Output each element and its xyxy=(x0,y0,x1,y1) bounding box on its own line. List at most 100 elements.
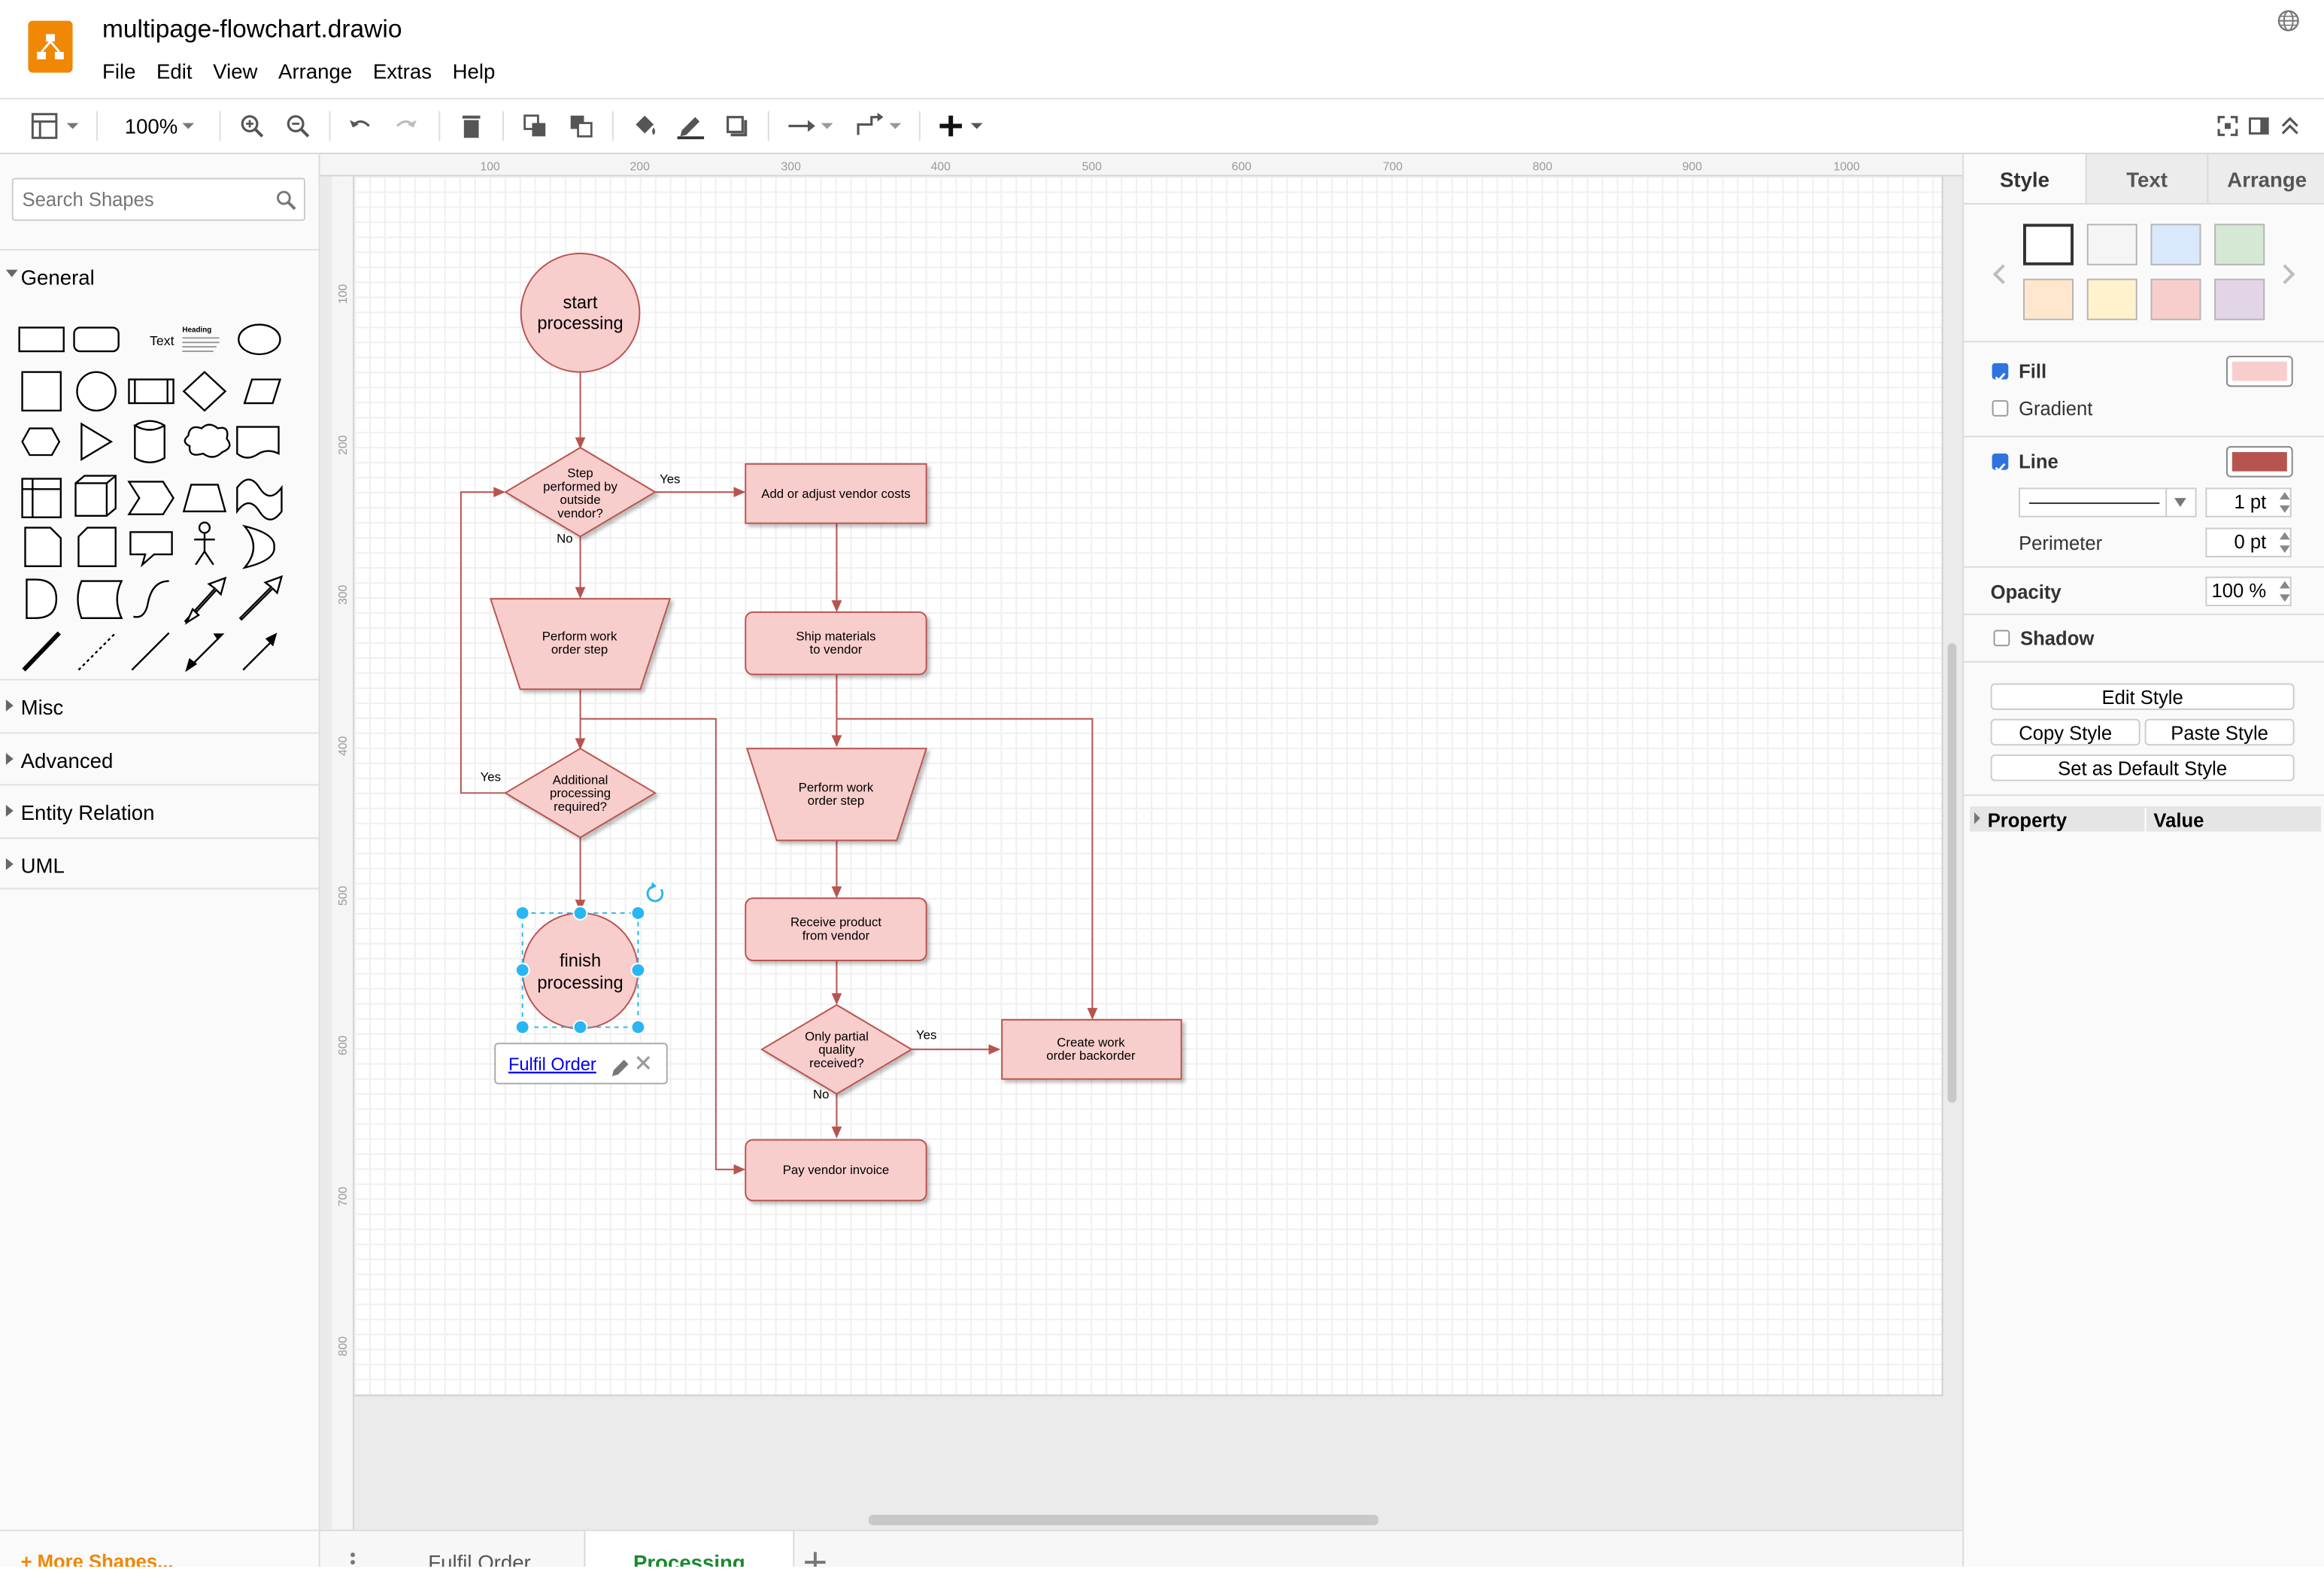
delete-button[interactable] xyxy=(457,111,486,141)
menu-view[interactable]: View xyxy=(213,59,258,83)
search-icon[interactable] xyxy=(276,190,297,211)
toolbar: 100% xyxy=(0,98,2324,154)
paste-style-button[interactable]: Paste Style xyxy=(2144,718,2295,746)
redo-button[interactable] xyxy=(391,111,420,141)
zoom-dropdown[interactable]: 100% xyxy=(119,111,205,141)
diagram-canvas[interactable]: 100 200 300 400 500 600 700 800 900 1000… xyxy=(320,153,1963,1530)
decision-outside-vendor[interactable] xyxy=(504,447,657,538)
checkmark-icon xyxy=(1995,463,2006,472)
style-swatch-8[interactable] xyxy=(2214,278,2265,320)
menu-edit[interactable]: Edit xyxy=(156,59,193,83)
chevron-left-icon[interactable] xyxy=(1992,264,2007,285)
rotate-handle-icon xyxy=(646,885,664,903)
gradient-checkbox[interactable] xyxy=(1992,400,2009,417)
create-backorder-node[interactable] xyxy=(1001,1018,1182,1080)
menu-arrange[interactable]: Arrange xyxy=(278,59,353,83)
tab-arrange[interactable]: Arrange xyxy=(2207,153,2324,205)
vertical-ruler: 100 200 300 400 500 600 700 800 xyxy=(332,176,354,1530)
to-back-button[interactable] xyxy=(566,111,596,141)
zoom-out-button[interactable] xyxy=(283,111,312,141)
menu-extras[interactable]: Extras xyxy=(372,59,432,83)
receive-line2: from vendor xyxy=(802,928,870,942)
add-vendor-costs-node[interactable] xyxy=(745,463,927,524)
pay-vendor-invoice-node[interactable] xyxy=(745,1139,927,1202)
style-swatch-3[interactable] xyxy=(2150,223,2201,266)
tab-style[interactable]: Style xyxy=(1964,153,2086,205)
chevron-right-icon[interactable] xyxy=(2281,264,2296,285)
menu-help[interactable]: Help xyxy=(452,59,496,83)
line-width-stepper-icon[interactable] xyxy=(2278,489,2292,515)
set-default-style-button[interactable]: Set as Default Style xyxy=(1990,754,2295,781)
ruler-x-500: 500 xyxy=(1082,161,1103,174)
shadow-button[interactable] xyxy=(722,111,751,141)
section-entity-relation[interactable]: Entity Relation xyxy=(0,784,319,836)
fulfil-order-link[interactable]: Fulfil Order xyxy=(508,1055,596,1075)
fill-color-button[interactable] xyxy=(630,111,660,141)
edit-link-pencil-icon[interactable] xyxy=(611,1060,629,1076)
style-swatch-1[interactable] xyxy=(2023,223,2074,266)
diagram-page[interactable]: start processing Step performed by outsi… xyxy=(353,176,1943,1397)
page-menu-button[interactable] xyxy=(338,1531,367,1567)
line-width-input[interactable]: 1 pt xyxy=(2205,487,2292,517)
receive-product-node[interactable] xyxy=(745,897,927,961)
opacity-input[interactable]: 100 % xyxy=(2205,576,2292,607)
style-swatch-5[interactable] xyxy=(2023,278,2074,320)
fullscreen-icon xyxy=(2217,116,2238,136)
section-uml[interactable]: UML xyxy=(0,837,319,890)
language-globe-icon[interactable] xyxy=(2277,9,2301,33)
decision-partial-quality[interactable] xyxy=(760,1003,913,1095)
menu-file[interactable]: File xyxy=(102,59,136,83)
more-shapes-button[interactable]: + More Shapes... xyxy=(20,1550,174,1567)
insert-button[interactable] xyxy=(936,111,987,141)
style-swatch-6[interactable] xyxy=(2086,278,2137,320)
perimeter-input[interactable]: 0 pt xyxy=(2205,527,2292,557)
connection-style-button[interactable] xyxy=(785,111,836,141)
vertical-scrollbar[interactable] xyxy=(1947,643,1957,1103)
section-misc[interactable]: Misc xyxy=(0,678,319,731)
perform-work-order-node-2[interactable] xyxy=(745,748,928,842)
to-front-button[interactable] xyxy=(520,111,550,141)
section-advanced[interactable]: Advanced xyxy=(0,732,319,784)
zoom-in-button[interactable] xyxy=(237,111,266,141)
style-swatch-2[interactable] xyxy=(2086,223,2137,266)
start-processing-node[interactable] xyxy=(520,253,641,373)
to-back-icon xyxy=(570,115,593,138)
line-color-picker[interactable] xyxy=(2225,446,2293,478)
style-swatch-7[interactable] xyxy=(2150,278,2201,320)
style-swatch-4[interactable] xyxy=(2214,223,2265,266)
perimeter-stepper-icon[interactable] xyxy=(2278,529,2292,556)
ship-materials-node[interactable] xyxy=(745,611,927,675)
ruler-x-900: 900 xyxy=(1682,161,1703,174)
fill-checkbox[interactable] xyxy=(1992,363,2009,382)
add-page-button[interactable] xyxy=(797,1531,833,1567)
line-color-button[interactable] xyxy=(676,111,705,141)
vertical-ruler-svg: 100 200 300 400 500 600 700 800 xyxy=(337,284,350,1356)
format-panel-toggle-button[interactable] xyxy=(2246,111,2272,141)
line-checkbox[interactable] xyxy=(1992,454,2009,472)
remove-link-close-icon[interactable] xyxy=(636,1055,651,1070)
flowchart-diagram[interactable]: start processing Step performed by outsi… xyxy=(354,177,1942,1395)
tab-processing[interactable]: Processing xyxy=(584,1531,795,1567)
search-shapes-input[interactable] xyxy=(22,188,275,211)
collapse-toolbar-button[interactable] xyxy=(2277,111,2303,141)
fill-color-picker[interactable] xyxy=(2225,355,2293,387)
chevron-right-icon[interactable] xyxy=(1973,812,1982,824)
line-pattern-select[interactable] xyxy=(2019,487,2197,517)
selection-handles[interactable] xyxy=(514,881,664,1035)
waypoints-button[interactable] xyxy=(854,111,904,141)
edit-style-button[interactable]: Edit Style xyxy=(1990,683,2295,710)
file-title[interactable]: multipage-flowchart.drawio xyxy=(102,14,402,44)
fullscreen-button[interactable] xyxy=(2214,111,2241,141)
horizontal-scrollbar[interactable] xyxy=(868,1515,1379,1525)
shadow-checkbox[interactable] xyxy=(1993,630,2010,647)
section-general[interactable]: General xyxy=(0,249,319,301)
opacity-stepper-icon[interactable] xyxy=(2278,578,2292,605)
tab-fulfil-order[interactable]: Fulfil Order xyxy=(428,1550,531,1567)
copy-style-button[interactable]: Copy Style xyxy=(1990,718,2140,746)
horizontal-ruler-svg: 100 200 300 400 500 600 700 800 900 1000 xyxy=(481,161,1861,174)
view-panels-button[interactable] xyxy=(29,111,83,141)
decision-additional-processing[interactable] xyxy=(504,748,657,839)
undo-button[interactable] xyxy=(345,111,375,141)
perform-work-order-node-1[interactable] xyxy=(489,598,672,690)
tab-text[interactable]: Text xyxy=(2085,153,2207,205)
